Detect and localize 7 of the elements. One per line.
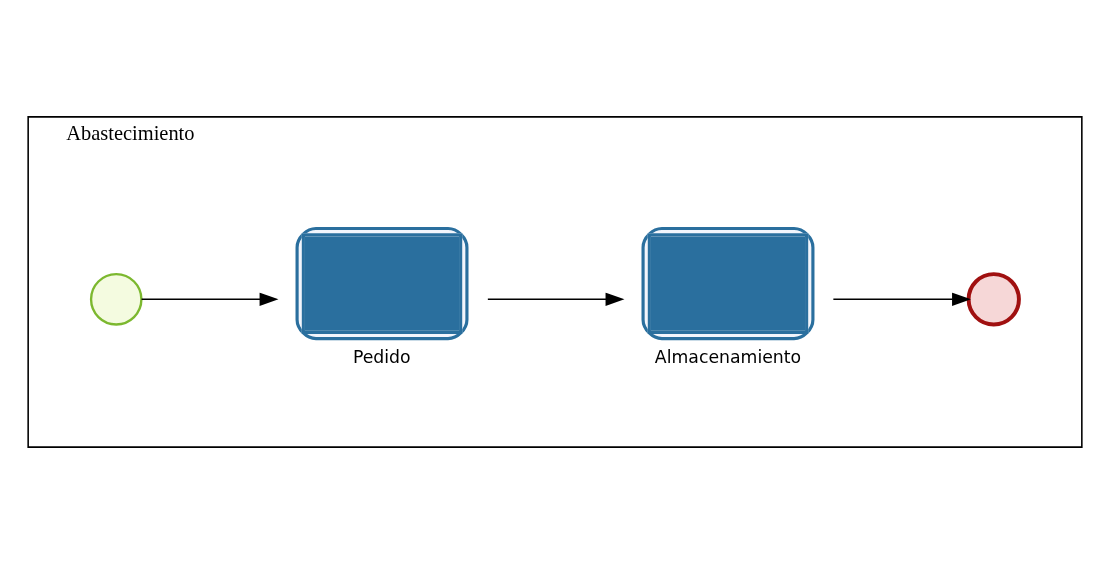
arrow bbox=[832, 292, 971, 306]
arrow bbox=[140, 292, 279, 306]
node-circle bbox=[966, 271, 1021, 326]
arrow bbox=[487, 292, 625, 306]
node-circle bbox=[89, 272, 143, 326]
node-label: Almacenamiento bbox=[654, 346, 802, 367]
node-label: Pedido bbox=[352, 346, 411, 367]
